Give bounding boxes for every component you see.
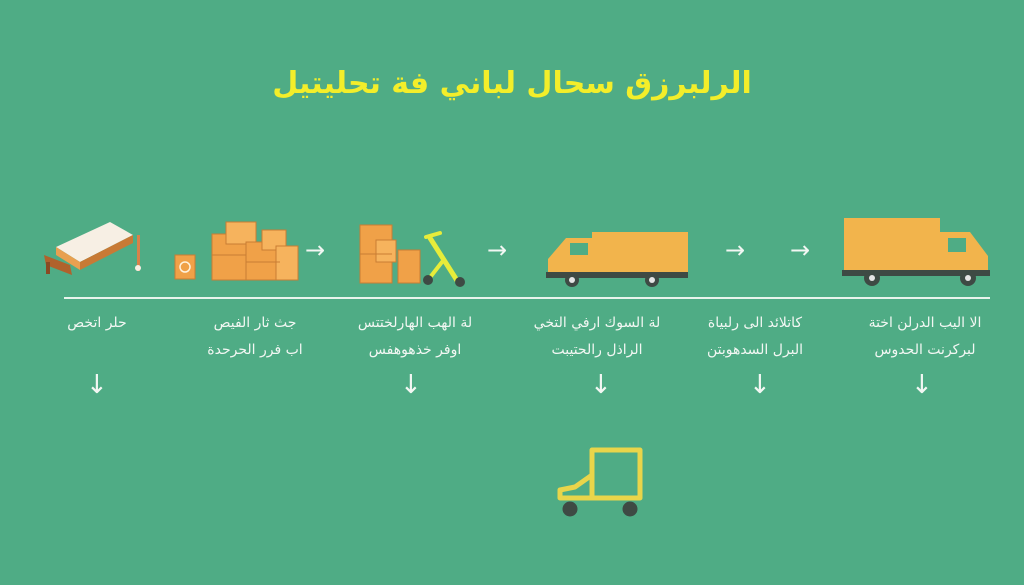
down-arrow-5: ↓	[911, 370, 933, 400]
small-truck-icon	[557, 447, 643, 517]
page-title: الرلبرزق سحال لباني فة تحليتيل	[272, 66, 752, 101]
timeline-line	[64, 297, 990, 299]
step-6-label: الا اليب الدرلن اختة لبركرنت الحدوس	[868, 315, 982, 358]
right-arrow-1: →	[305, 236, 326, 264]
right-arrow-4: →	[790, 236, 811, 264]
truck-icon-right	[842, 218, 990, 286]
step-2-label: جث ثار الفيص اب فرر الحرحدة	[207, 315, 303, 358]
down-arrow-3: ↓	[590, 370, 612, 400]
down-arrow-1: ↓	[86, 370, 108, 400]
step-3-label: لة الهب الهارلختتس اوفر خذهوهفس	[357, 315, 473, 358]
right-arrow-2: →	[487, 236, 508, 264]
hand-truck-icon	[359, 224, 465, 287]
right-arrow-3: →	[725, 236, 746, 264]
down-arrow-4: ↓	[749, 370, 771, 400]
step-4-label: لة السوك ارفي التخي الراذل رالحتيبت	[533, 315, 661, 358]
boxes-icon	[174, 221, 299, 281]
bed-icon	[44, 222, 141, 275]
down-arrow-2: ↓	[400, 370, 422, 400]
step-1-label: حلر اتخص	[67, 315, 127, 331]
truck-icon-middle	[546, 232, 688, 287]
step-5-label: كاتلائد الى رلبياة البرل السدهوبتن	[706, 315, 804, 358]
